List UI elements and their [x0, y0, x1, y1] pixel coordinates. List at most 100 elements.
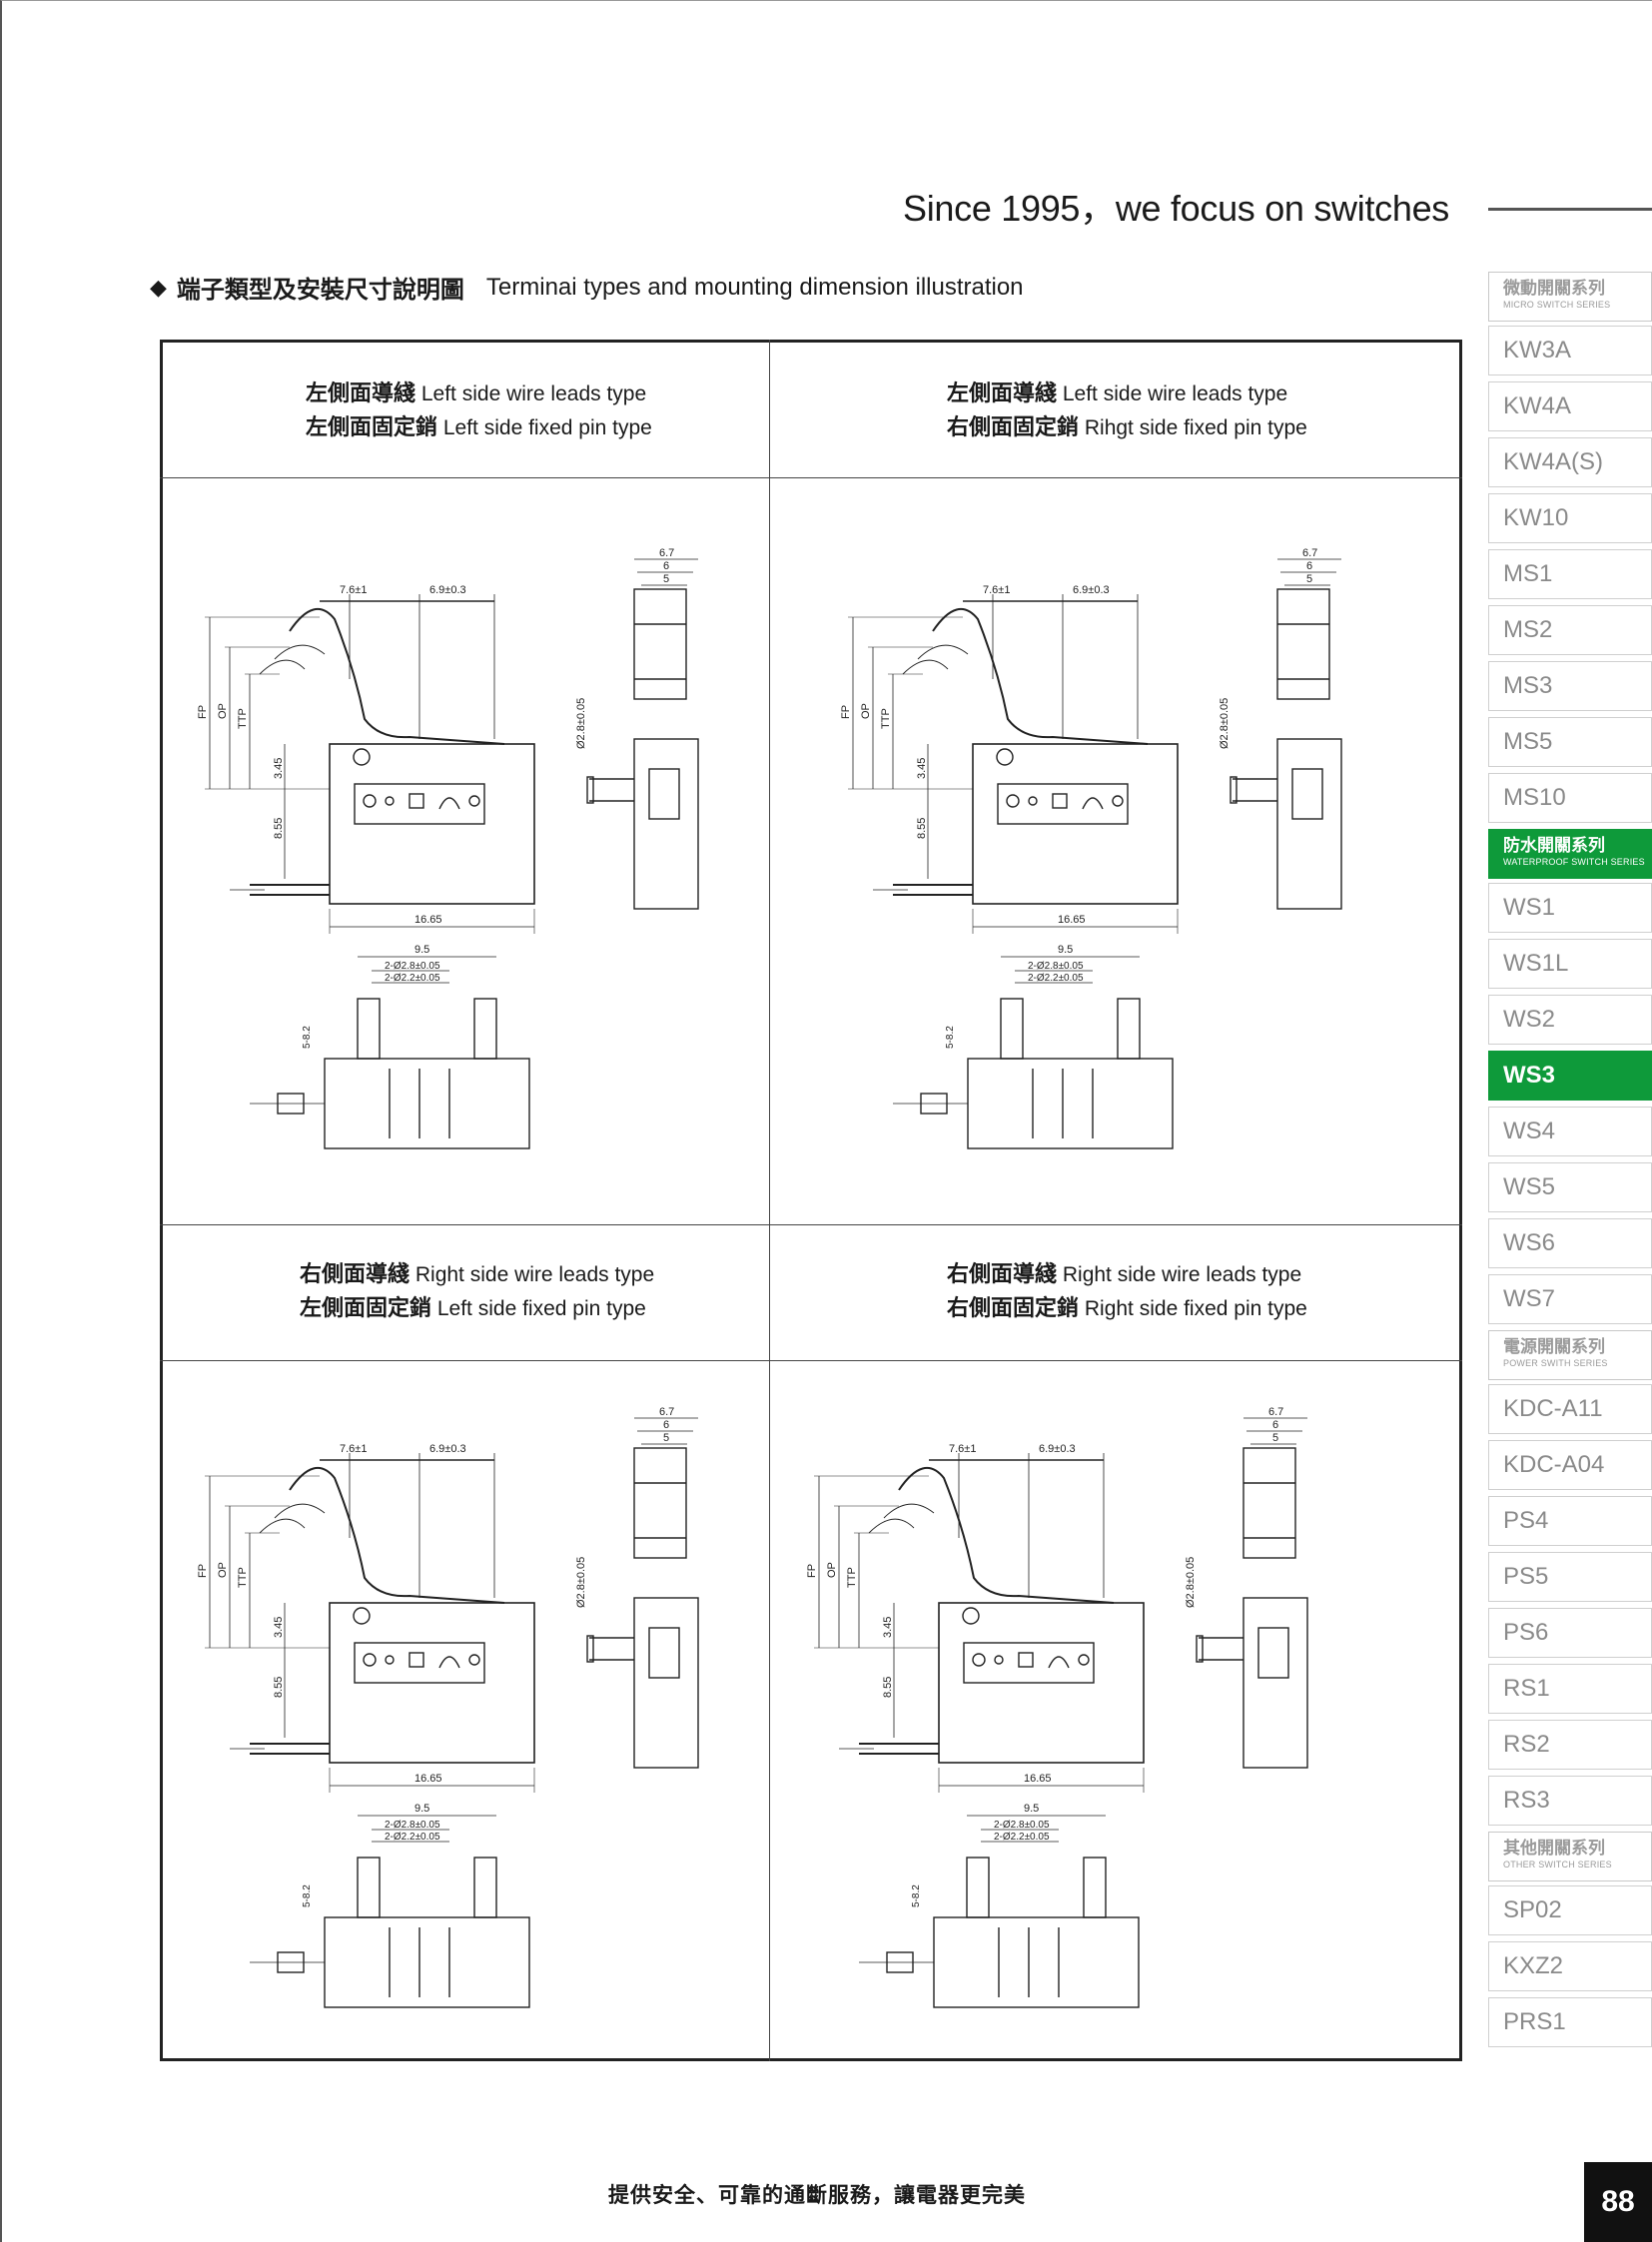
sidebar-item-rs1[interactable]: RS1 — [1488, 1664, 1652, 1714]
dim-fp: FP — [840, 705, 852, 719]
table-line — [160, 1360, 1462, 1361]
sidebar-item-sp02[interactable]: SP02 — [1488, 1885, 1652, 1935]
sidebar-item-kw4a[interactable]: KW4A — [1488, 381, 1652, 431]
dim-69: 6.9±0.3 — [429, 1443, 466, 1455]
dim-67: 6.7 — [1268, 1406, 1283, 1418]
dim-855: 8.55 — [273, 818, 285, 839]
sidebar-item-ms3[interactable]: MS3 — [1488, 661, 1652, 711]
dim-ttp: TTP — [846, 1567, 858, 1588]
dim-95: 9.5 — [1058, 944, 1073, 956]
cell-title-4: 右側面導綫 Right side wire leads type 右側面固定銷 … — [947, 1258, 1307, 1326]
sidebar-item-ms5[interactable]: MS5 — [1488, 717, 1652, 767]
sidebar-item-kdc-a04[interactable]: KDC-A04 — [1488, 1440, 1652, 1490]
sidebar-item-ps5[interactable]: PS5 — [1488, 1552, 1652, 1602]
dim-6: 6 — [1272, 1419, 1278, 1431]
sidebar-item-ms10[interactable]: MS10 — [1488, 773, 1652, 823]
switch-dimension-drawing: 7.6±1 6.9±0.3 FP OP TTP 3.45 8.55 16.65 … — [197, 1406, 699, 2008]
cell-2-en-line1: Left side wire leads type — [1062, 382, 1288, 405]
cell-1-zh-line2: 左側面固定銷 — [306, 415, 438, 440]
cell-1-zh-line1: 左側面導綫 — [306, 381, 416, 406]
cell-4-en-line2: Right side fixed pin type — [1084, 1297, 1307, 1320]
dim-345: 3.45 — [882, 1617, 894, 1638]
sidebar-item-prs1[interactable]: PRS1 — [1488, 1997, 1652, 2047]
dim-1665: 16.65 — [1058, 914, 1086, 926]
dim-69: 6.9±0.3 — [1039, 1443, 1076, 1455]
page-number: 88 — [1584, 2162, 1652, 2242]
sidebar-item-ps4[interactable]: PS4 — [1488, 1496, 1652, 1546]
dim-52: 5-8.2 — [945, 1026, 956, 1049]
cell-1-en-line1: Left side wire leads type — [420, 382, 647, 405]
sidebar-item-ms1[interactable]: MS1 — [1488, 549, 1652, 599]
dim-95: 9.5 — [414, 1803, 429, 1815]
cell-4-zh-line1: 右側面導綫 — [947, 1262, 1058, 1287]
sidebar-item-kw3a[interactable]: KW3A — [1488, 326, 1652, 375]
dim-5: 5 — [663, 573, 669, 585]
dim-22: 2-Ø2.2±0.05 — [385, 1832, 440, 1843]
sidebar-item-ps6[interactable]: PS6 — [1488, 1608, 1652, 1658]
dim-1665: 16.65 — [414, 1773, 442, 1785]
diamond-bullet-icon: ◆ — [150, 274, 167, 300]
table-line — [160, 1224, 1462, 1225]
section-heading-zh: 端子類型及安裝尺寸說明圖 — [176, 276, 464, 304]
dim-ttp: TTP — [880, 708, 892, 729]
dim-855: 8.55 — [882, 1677, 894, 1698]
switch-dimension-drawing: 7.6±1 6.9±0.3 FP OP TTP 3.45 8.55 16.65 … — [197, 547, 699, 1149]
sidebar-item-ws5[interactable]: WS5 — [1488, 1162, 1652, 1212]
dim-op: OP — [217, 703, 229, 719]
sidebar-item-kdc-a11[interactable]: KDC-A11 — [1488, 1384, 1652, 1434]
sidebar-item-ws1l[interactable]: WS1L — [1488, 939, 1652, 989]
sidebar-item-ws2[interactable]: WS2 — [1488, 995, 1652, 1045]
dim-52: 5-8.2 — [911, 1884, 922, 1907]
dim-op: OP — [860, 703, 872, 719]
sidebar-item-kw10[interactable]: KW10 — [1488, 493, 1652, 543]
dim-95: 9.5 — [414, 944, 429, 956]
dim-ttp: TTP — [237, 708, 249, 729]
dim-52: 5-8.2 — [302, 1884, 313, 1907]
dim-fp: FP — [197, 705, 209, 719]
sidebar-category-en: WATERPROOF SWITCH SERIES — [1503, 857, 1645, 867]
dim-67: 6.7 — [1302, 547, 1317, 559]
cell-2-zh-line2: 右側面固定銷 — [947, 415, 1080, 440]
sidebar-item-ws1[interactable]: WS1 — [1488, 883, 1652, 933]
section-heading: ◆ 端子類型及安裝尺寸說明圖 Terminai types and mounti… — [150, 270, 1024, 305]
drawing-left-wire-right-pin: 7.6±1 6.9±0.3 FP OP TTP 3.45 8.55 16.65 … — [833, 539, 1432, 1183]
dim-76: 7.6±1 — [340, 584, 367, 596]
sidebar-category-zh: 微動開關系列 — [1503, 279, 1605, 299]
sidebar-item-ms2[interactable]: MS2 — [1488, 605, 1652, 655]
dim-345: 3.45 — [916, 758, 928, 779]
sidebar-item-kxz2[interactable]: KXZ2 — [1488, 1941, 1652, 1991]
cell-4-en-line1: Right side wire leads type — [1062, 1263, 1302, 1286]
cell-1-en-line2: Left side fixed pin type — [442, 416, 652, 439]
dim-op: OP — [217, 1562, 229, 1578]
sidebar-category-en: POWER SWITH SERIES — [1503, 1358, 1608, 1368]
sidebar-item-kw4a-s-[interactable]: KW4A(S) — [1488, 437, 1652, 487]
dim-28: 2-Ø2.8±0.05 — [385, 1820, 440, 1831]
sidebar-item-ws6[interactable]: WS6 — [1488, 1218, 1652, 1268]
cell-title-1: 左側面導綫 Left side wire leads type 左側面固定銷 L… — [306, 377, 652, 445]
drawing-left-wire-left-pin: 7.6±1 6.9±0.3 FP OP TTP 3.45 8.55 16.65 … — [190, 539, 789, 1183]
dim-69: 6.9±0.3 — [429, 584, 466, 596]
footer-slogan: 提供安全、可靠的通斷服務，讓電器更完美 — [608, 2183, 1026, 2207]
sidebar-category-zh: 防水開關系列 — [1503, 836, 1605, 856]
dim-ttp: TTP — [237, 1567, 249, 1588]
dim-pin: Ø2.8±0.05 — [575, 1557, 587, 1608]
dim-6: 6 — [663, 1419, 669, 1431]
sidebar-item-rs2[interactable]: RS2 — [1488, 1720, 1652, 1770]
dim-28: 2-Ø2.8±0.05 — [994, 1820, 1050, 1831]
cell-4-zh-line2: 右側面固定銷 — [947, 1296, 1080, 1321]
cell-title-2: 左側面導綫 Left side wire leads type 右側面固定銷 R… — [947, 377, 1307, 445]
dim-855: 8.55 — [916, 818, 928, 839]
sidebar-item-ws4[interactable]: WS4 — [1488, 1107, 1652, 1156]
dim-1665: 16.65 — [414, 914, 442, 926]
sidebar-item-ws7[interactable]: WS7 — [1488, 1274, 1652, 1324]
drawing-right-wire-left-pin: 7.6±1 6.9±0.3 FP OP TTP 3.45 8.55 16.65 … — [190, 1398, 789, 2042]
dim-22: 2-Ø2.2±0.05 — [385, 973, 440, 984]
sidebar-category-zh: 電源開關系列 — [1503, 1337, 1605, 1357]
dim-22: 2-Ø2.2±0.05 — [1028, 973, 1084, 984]
sidebar-item-ws3[interactable]: WS3 — [1488, 1051, 1652, 1101]
sidebar-item-rs3[interactable]: RS3 — [1488, 1776, 1652, 1826]
dim-76: 7.6±1 — [983, 584, 1010, 596]
